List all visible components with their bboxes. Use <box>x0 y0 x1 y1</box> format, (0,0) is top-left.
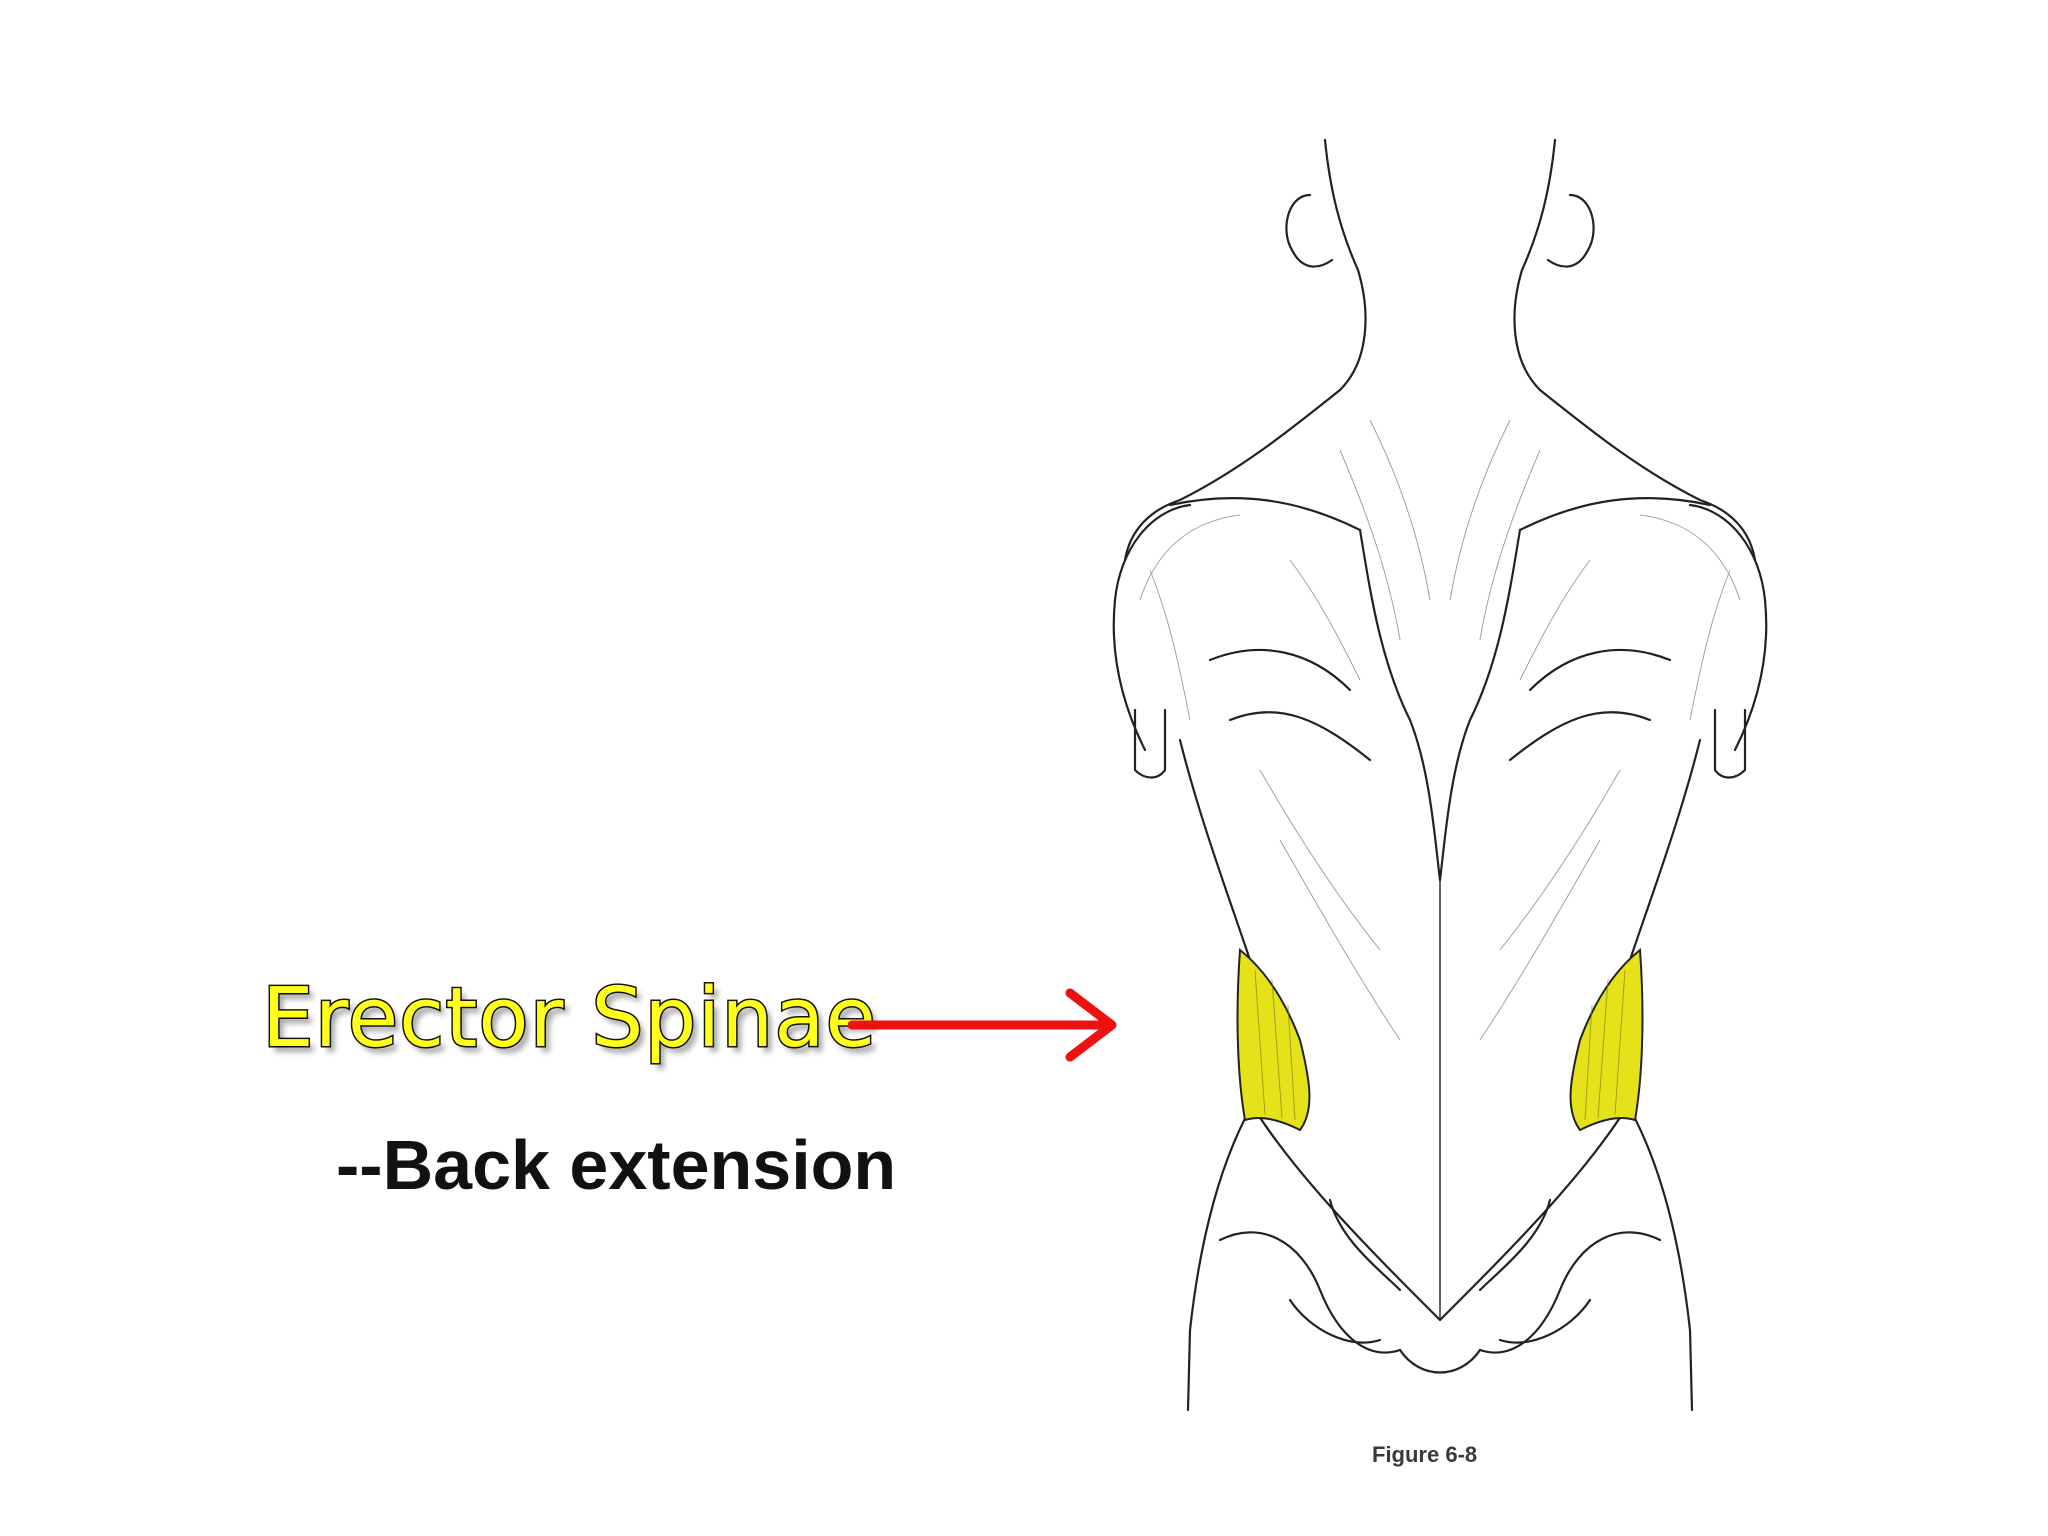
erector-spinae-highlight <box>1236 948 1644 1132</box>
muscle-title: Erector Spinae <box>261 971 878 1066</box>
figure-caption: Figure 6-8 <box>1372 1442 1478 1467</box>
arrow-right-icon <box>848 988 1117 1062</box>
back-muscles-illustration <box>1112 138 1768 1412</box>
function-text: --Back extension <box>336 1126 897 1204</box>
